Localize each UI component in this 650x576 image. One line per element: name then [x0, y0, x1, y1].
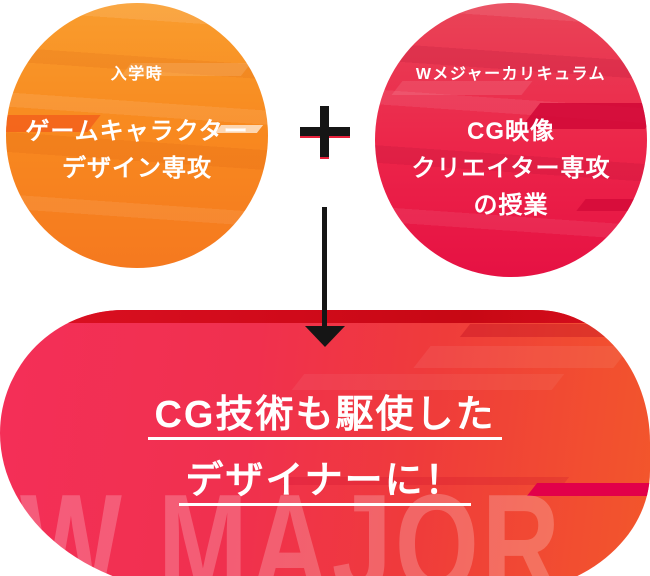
result-banner: W MAJOR CG技術も駆使した デザイナーに！ — [0, 310, 650, 576]
w-major-watermark: W MAJOR — [20, 465, 563, 576]
light-streak-decoration — [291, 374, 565, 390]
result-statement: CG技術も駆使した デザイナーに！ — [0, 396, 650, 506]
cg-course-line-1: CG映像 — [467, 118, 555, 145]
entry-major-line-2: デザイン専攻 — [62, 155, 212, 182]
light-streak-decoration — [413, 346, 631, 368]
entry-major-title: ゲームキャラクター デザイン専攻 — [6, 113, 268, 187]
entry-major-line-1: ゲームキャラクター — [25, 118, 249, 145]
plus-vertical-bar — [320, 106, 329, 157]
cg-course-line-3: の授業 — [473, 192, 549, 219]
cg-course-title: CG映像 クリエイター専攻 の授業 — [375, 113, 647, 224]
light-streak-decoration — [391, 81, 533, 95]
arrow-head — [305, 326, 345, 347]
result-line-2: デザイナーに！ — [179, 462, 471, 506]
cg-course-line-2: クリエイター専攻 — [411, 155, 611, 182]
arrow-shaft — [322, 207, 327, 329]
w-major-curriculum-badge: Wメジャーカリキュラム — [415, 66, 607, 83]
dark-streak-decoration — [459, 324, 650, 337]
w-major-curriculum-circle: Wメジャーカリキュラム CG映像 クリエイター専攻 の授業 — [375, 3, 647, 277]
entry-time-badge: 入学時 — [110, 66, 164, 83]
entry-major-circle: 入学時 ゲームキャラクター デザイン専攻 — [6, 3, 268, 268]
result-line-1: CG技術も駆使した — [148, 396, 502, 440]
